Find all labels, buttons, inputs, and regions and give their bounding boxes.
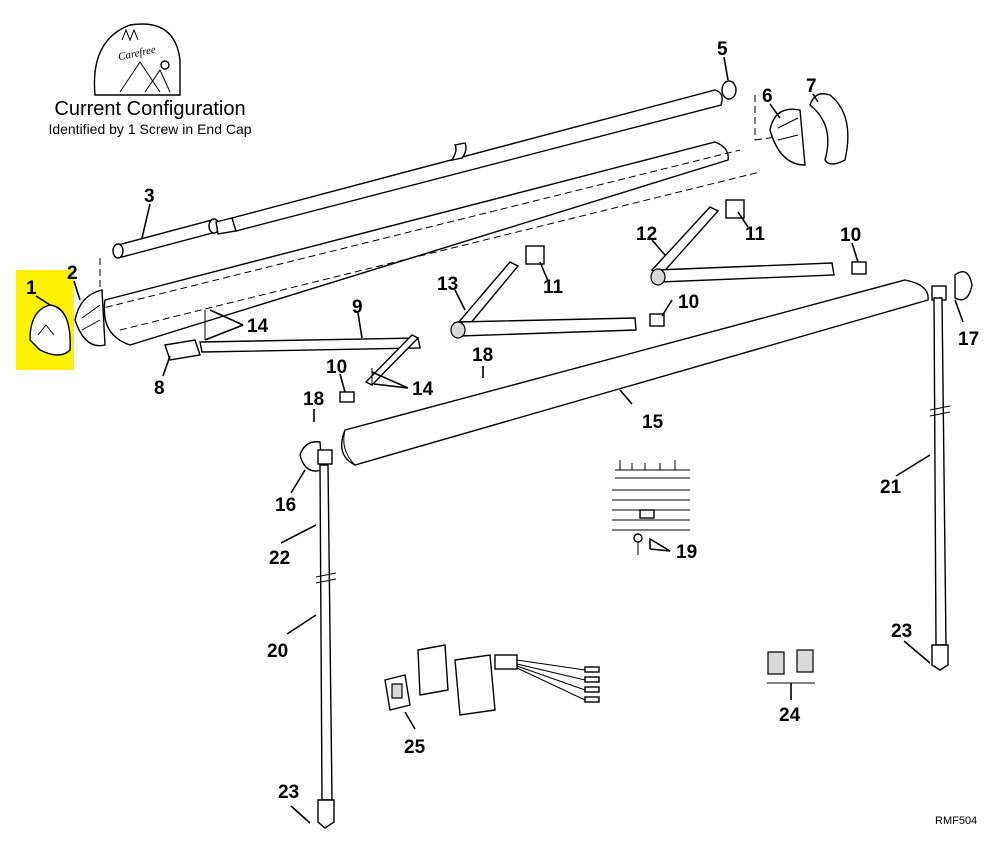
callout-3: 3 xyxy=(144,186,155,207)
callout-14-b: 14 xyxy=(412,379,434,400)
diagram-code: RMF504 xyxy=(935,815,978,827)
callout-19: 19 xyxy=(676,542,697,563)
callout-23-b: 23 xyxy=(891,621,912,642)
end-bracket-right xyxy=(769,108,806,166)
callout-22: 22 xyxy=(269,548,290,569)
callout-1: 1 xyxy=(26,278,37,299)
torsion-assembly xyxy=(112,217,237,259)
callout-10-c: 10 xyxy=(840,225,861,246)
callout-24: 24 xyxy=(779,705,801,726)
callout-10-b: 10 xyxy=(678,292,699,313)
callout-13: 13 xyxy=(437,274,458,295)
clips-24 xyxy=(767,649,815,684)
switch-25 xyxy=(384,644,600,716)
callout-21: 21 xyxy=(880,477,902,498)
callout-6: 6 xyxy=(762,86,773,107)
end-cap-right xyxy=(809,93,849,165)
callout-15: 15 xyxy=(642,412,664,433)
callout-10-a: 10 xyxy=(326,357,347,378)
end-bracket-left xyxy=(74,289,106,347)
callout-12: 12 xyxy=(636,224,657,245)
callout-2: 2 xyxy=(67,263,78,284)
callout-25: 25 xyxy=(404,737,426,758)
callouts: 1 2 3 5 6 7 8 9 10 10 10 11 11 12 13 14 … xyxy=(26,39,979,803)
support-leg-left xyxy=(315,464,337,829)
callout-18-a: 18 xyxy=(472,345,493,366)
callout-11-b: 11 xyxy=(745,224,766,245)
caption-subtitle: Identified by 1 Screw in End Cap xyxy=(48,121,252,137)
bracket-17 xyxy=(931,271,973,301)
bracket-16 xyxy=(299,441,333,472)
callout-8: 8 xyxy=(154,378,165,399)
callout-17: 17 xyxy=(958,329,979,350)
callout-11-a: 11 xyxy=(543,277,564,298)
callout-20: 20 xyxy=(267,641,288,662)
end-cap-illustration: Carefree xyxy=(93,23,181,96)
support-leg-right xyxy=(929,297,951,671)
callout-16: 16 xyxy=(275,495,296,516)
callout-23-a: 23 xyxy=(278,782,299,803)
arm-assembly-left xyxy=(164,310,421,403)
arm-assembly-middle xyxy=(450,245,665,339)
callout-5: 5 xyxy=(717,39,728,60)
lead-rail xyxy=(341,279,929,466)
callout-18-b: 18 xyxy=(303,389,324,410)
part-1-end-cap xyxy=(29,304,71,356)
caption-title: Current Configuration xyxy=(54,98,246,120)
callout-7: 7 xyxy=(806,76,817,97)
callout-9: 9 xyxy=(352,297,363,318)
leader-lines xyxy=(35,56,964,824)
detail-19 xyxy=(612,460,690,555)
arm-assembly-right xyxy=(650,199,867,286)
callout-14-a: 14 xyxy=(247,316,269,337)
